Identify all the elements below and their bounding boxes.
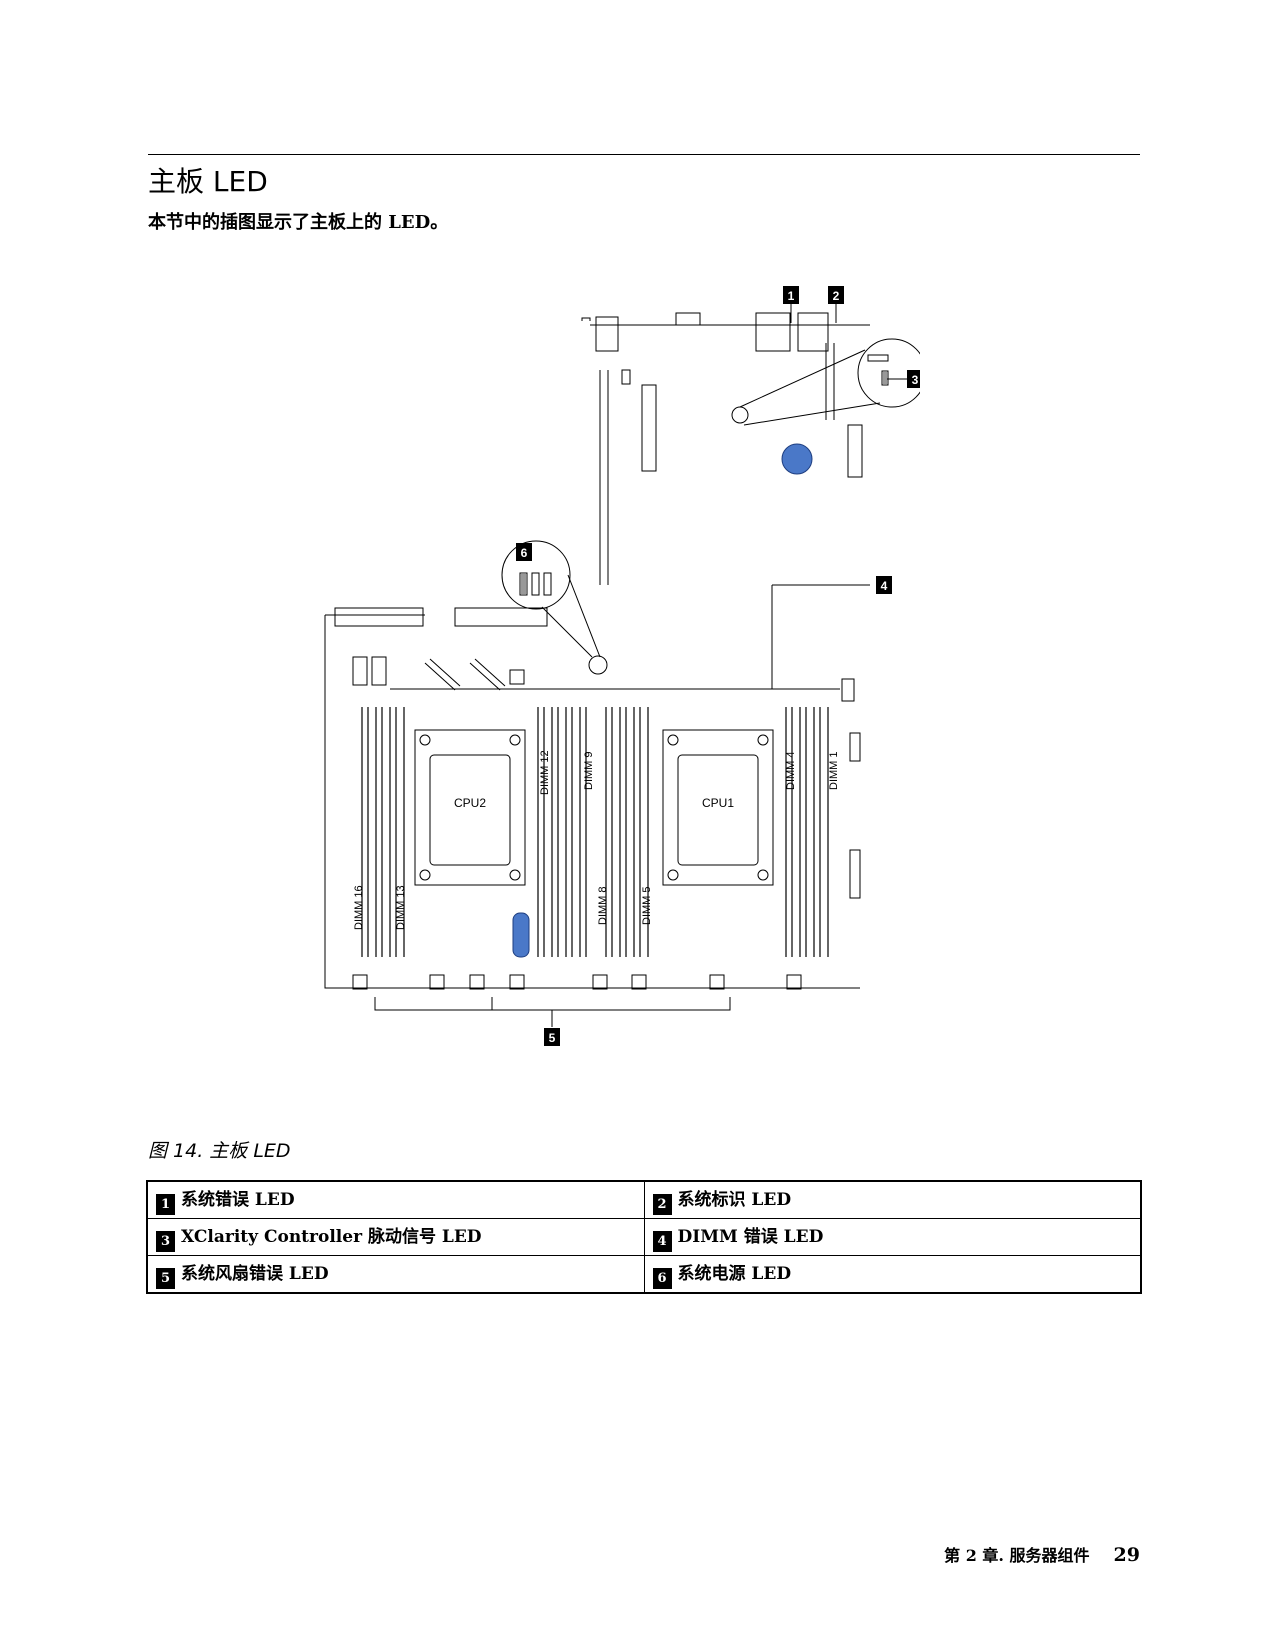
callout-number: 4 <box>652 1231 672 1252</box>
svg-text:3: 3 <box>912 373 919 387</box>
callout-number: 2 <box>652 1194 672 1215</box>
dimm13-label: DIMM 13 <box>395 885 407 930</box>
callout-number: 1 <box>156 1194 175 1215</box>
cpu2-label: CPU2 <box>454 796 486 810</box>
callout-1: 1 <box>783 286 799 323</box>
callout-6: 6 <box>516 543 532 561</box>
legend-item-1: 1 系统错误 LED <box>146 1180 645 1219</box>
legend-text: 系统风扇错误 LED <box>181 1264 329 1284</box>
dimm1-label: DIMM 1 <box>828 752 840 791</box>
legend-text: 系统错误 LED <box>181 1190 295 1210</box>
svg-text:6: 6 <box>521 546 528 560</box>
dimm16-label: DIMM 16 <box>353 885 365 930</box>
callout-4: 4 <box>876 576 892 594</box>
dimm8-label: DIMM 8 <box>597 887 609 926</box>
dimm9-label: DIMM 9 <box>583 752 595 791</box>
callout-number: 5 <box>156 1268 175 1289</box>
legend-text: 系统标识 LED <box>677 1190 792 1210</box>
legend-item-5: 5 系统风扇错误 LED <box>146 1255 645 1294</box>
svg-text:1: 1 <box>788 289 795 303</box>
header-rule <box>148 154 1140 155</box>
dimm5-label: DIMM 5 <box>641 887 653 926</box>
legend-item-3: 3 XClarity Controller 脉动信号 LED <box>146 1218 645 1256</box>
dimm12-label: DIMM 12 <box>539 750 551 795</box>
cpu1-label: CPU1 <box>702 796 734 810</box>
legend-text: XClarity Controller 脉动信号 LED <box>181 1227 482 1247</box>
dimm4-label: DIMM 4 <box>785 752 797 791</box>
page-footer: 第 2 章. 服务器组件 29 <box>944 1542 1140 1566</box>
svg-text:2: 2 <box>833 289 840 303</box>
figure-caption: 图 14. 主板 LED <box>148 1140 291 1162</box>
system-board-figure: CPU2 CPU1 DIMM 16 DIMM 13 DIMM 12 DIMM 9… <box>320 285 920 1100</box>
page-number: 29 <box>1113 1544 1140 1566</box>
chapter-label: 第 2 章. 服务器组件 <box>944 1546 1090 1565</box>
section-intro: 本节中的插图显示了主板上的 LED。 <box>148 212 449 233</box>
callout-2: 2 <box>828 286 844 323</box>
section-title: 主板 LED <box>148 165 268 198</box>
callout-3: 3 <box>887 370 920 388</box>
svg-text:5: 5 <box>549 1031 556 1045</box>
legend-text: DIMM 错误 LED <box>677 1227 824 1247</box>
callout-number: 3 <box>156 1231 175 1252</box>
legend-text: 系统电源 LED <box>677 1264 792 1284</box>
callout-number: 6 <box>652 1268 672 1289</box>
svg-text:4: 4 <box>881 579 888 593</box>
callout-5: 5 <box>544 1028 560 1046</box>
